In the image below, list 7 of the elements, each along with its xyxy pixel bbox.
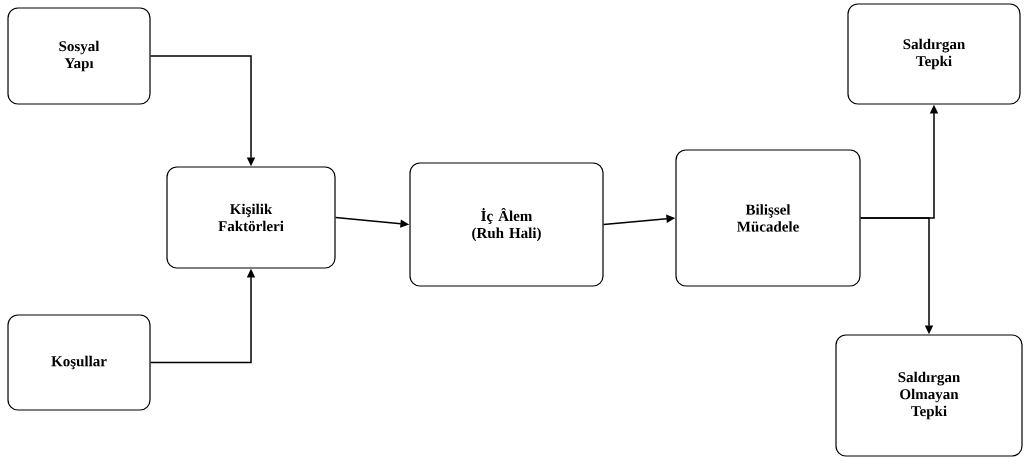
process-box: Bilişsel Mücadele bbox=[675, 149, 861, 287]
process-box: Saldırgan Olmayan Tepki bbox=[835, 334, 1023, 457]
process-box: Saldırgan Tepki bbox=[847, 3, 1021, 105]
process-box: Sosyal Yapı bbox=[7, 7, 151, 105]
process-box: Koşullar bbox=[7, 314, 151, 411]
process-box: Kişilik Faktörleri bbox=[166, 166, 336, 269]
process-box: İç Âlem (Ruh Hali) bbox=[409, 162, 604, 287]
